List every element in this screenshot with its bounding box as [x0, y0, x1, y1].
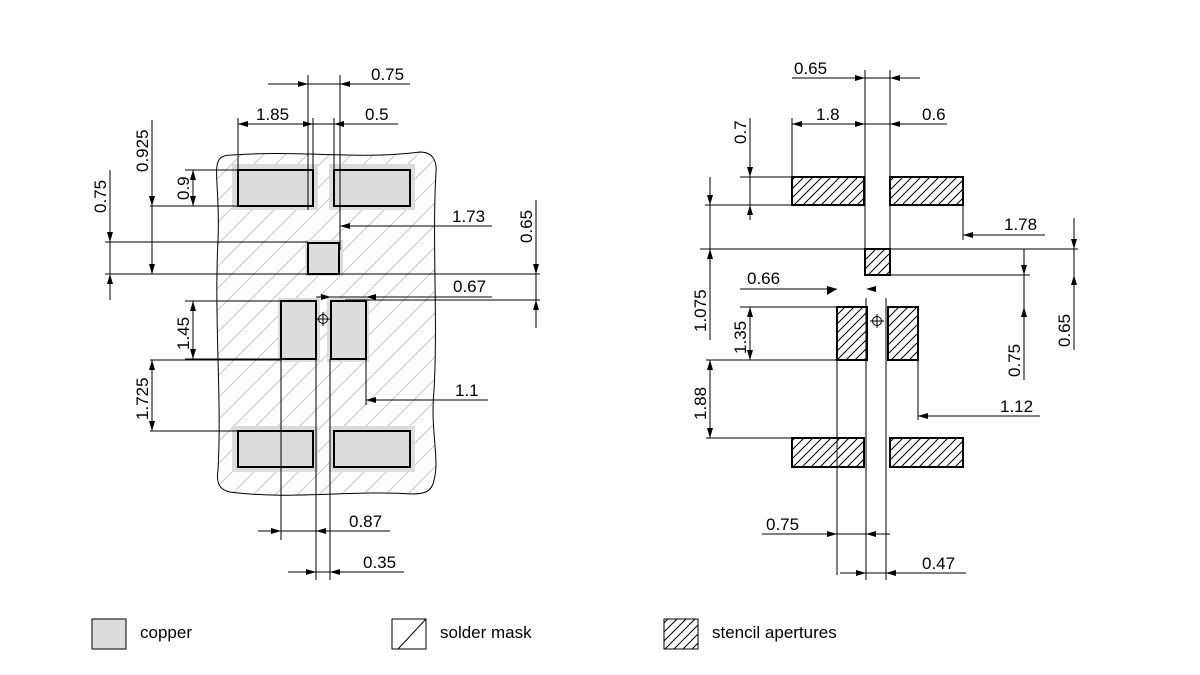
- dim-label: 0.67: [453, 277, 486, 296]
- legend-stencil-label: stencil apertures: [712, 623, 837, 642]
- dim-label: 0.5: [365, 105, 389, 124]
- dim-label: 0.87: [349, 512, 382, 531]
- solder-mask-outline: [216, 151, 437, 496]
- dim-label: 0.75: [91, 180, 110, 213]
- pad: [307, 242, 340, 275]
- pad: [333, 430, 411, 468]
- dim-label: 0.9: [174, 176, 193, 200]
- copper-swatch-icon: [91, 618, 127, 650]
- stencil-aperture: [791, 437, 865, 468]
- pad: [237, 169, 314, 207]
- dim-label: 0.65: [517, 210, 536, 243]
- dim-label: 0.47: [922, 554, 955, 573]
- right-view: 0.65 1.8 0.6 0.7 1.78 1.075 0.66 1.35 0.…: [691, 59, 1078, 580]
- legend: copper solder mask stencil apertures: [91, 618, 837, 650]
- dim-label: 0.925: [133, 129, 152, 172]
- dim-label: 0.6: [922, 105, 946, 124]
- stencil-aperture: [836, 306, 868, 361]
- dim-label: 1.78: [1004, 215, 1037, 234]
- dim-label: 1.35: [731, 321, 750, 354]
- dim-label: 0.7: [731, 120, 750, 144]
- dimension-arrows: [107, 81, 539, 575]
- solder-mask-swatch-icon: [391, 618, 427, 650]
- stencil-aperture: [889, 437, 964, 468]
- dim-label: 1.1: [455, 381, 479, 400]
- pad: [280, 300, 317, 360]
- dim-label: 1.73: [452, 207, 485, 226]
- stencil-aperture: [864, 248, 891, 276]
- legend-solder-mask-label: solder mask: [440, 623, 532, 642]
- dimension-arrows: [707, 75, 1077, 576]
- dim-label: 1.85: [256, 105, 289, 124]
- center-crosshair-icon: [870, 314, 884, 328]
- stencil-aperture: [889, 176, 964, 206]
- center-crosshair-icon: [316, 312, 330, 326]
- pad: [237, 430, 314, 468]
- dim-label: 0.66: [747, 269, 780, 288]
- legend-copper-label: copper: [140, 623, 192, 642]
- dim-label: 0.75: [1005, 344, 1024, 377]
- dim-label: 1.12: [1000, 397, 1033, 416]
- dim-label: 1.075: [691, 289, 710, 332]
- dim-label: 1.8: [816, 105, 840, 124]
- pad: [333, 169, 411, 207]
- pad: [330, 300, 367, 360]
- dim-label: 0.75: [371, 65, 404, 84]
- left-view: 0.75 1.85 0.5 0.925 0.75 0.9 1.73 0.65 0…: [91, 65, 540, 580]
- dim-label: 1.88: [691, 387, 710, 420]
- dim-label: 0.65: [794, 59, 827, 78]
- dim-label: 0.65: [1055, 314, 1074, 347]
- dim-label: 1.725: [133, 377, 152, 420]
- dim-label: 0.35: [363, 553, 396, 572]
- stencil-aperture: [887, 306, 919, 361]
- dim-label: 1.45: [174, 317, 193, 350]
- dim-label: 0.75: [766, 515, 799, 534]
- stencil-aperture: [791, 176, 865, 206]
- stencil-swatch-icon: [663, 618, 699, 650]
